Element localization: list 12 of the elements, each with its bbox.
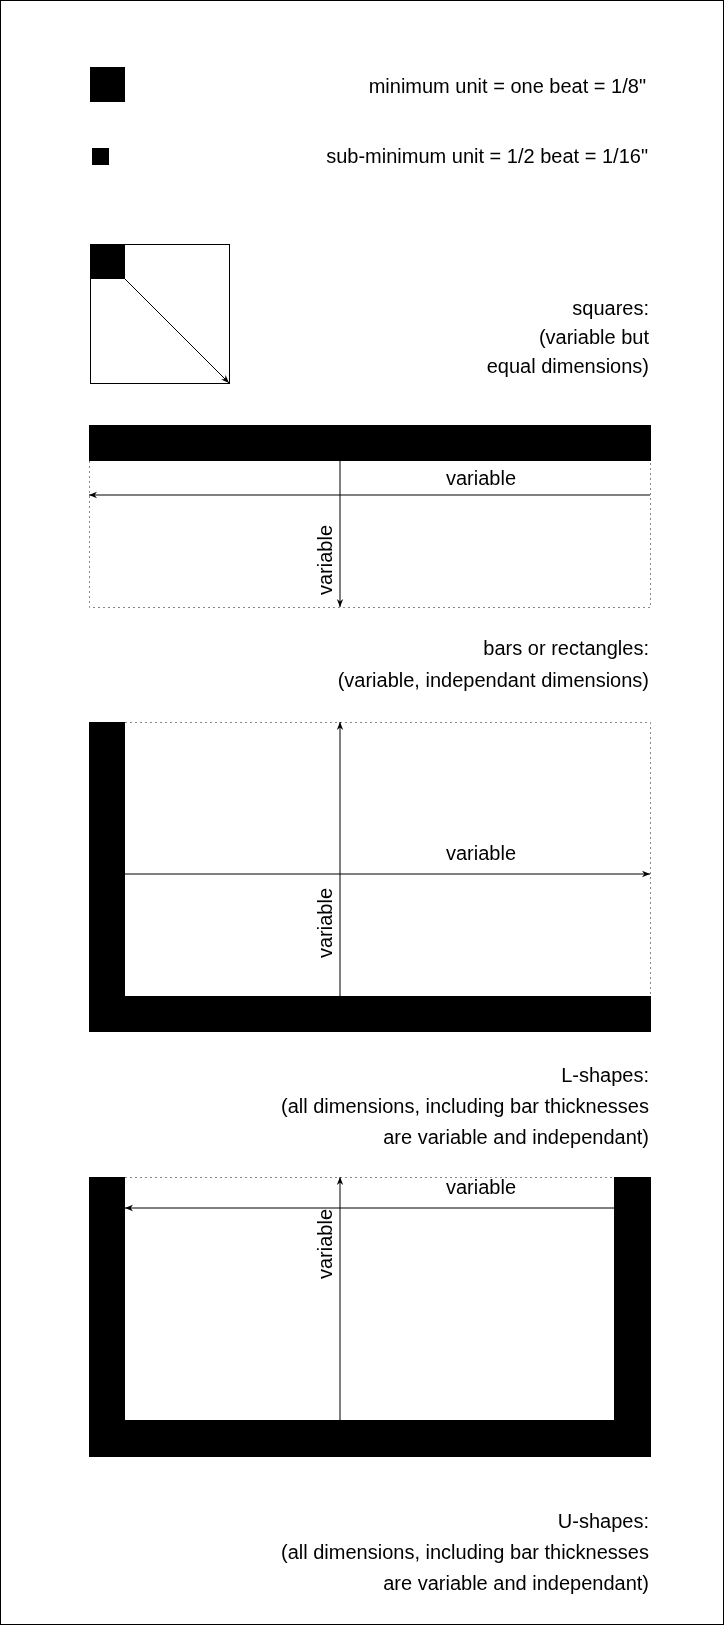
dimension-label: variable bbox=[446, 842, 516, 864]
shape-description: minimum unit = one beat = 1/8" bbox=[368, 74, 646, 98]
dimension-label: variable bbox=[446, 467, 516, 489]
shape-description: squares: (variable but equal dimensions) bbox=[486, 296, 649, 379]
dimension-label: variable bbox=[314, 888, 336, 958]
shape-description: L-shapes: (all dimensions, including bar thicknesses are variable and independant) bbox=[281, 1063, 649, 1150]
dimension-label: variable bbox=[314, 525, 336, 595]
dimension-label: variable bbox=[314, 1209, 336, 1279]
dimension-label: variable bbox=[446, 1176, 516, 1198]
shape-description: sub-minimum unit = 1/2 beat = 1/16" bbox=[326, 144, 648, 168]
shape-description: bars or rectangles: (variable, independant dimensions) bbox=[337, 636, 649, 693]
shape-description: U-shapes: (all dimensions, including bar thicknesses are variable and independant) bbox=[281, 1509, 649, 1596]
